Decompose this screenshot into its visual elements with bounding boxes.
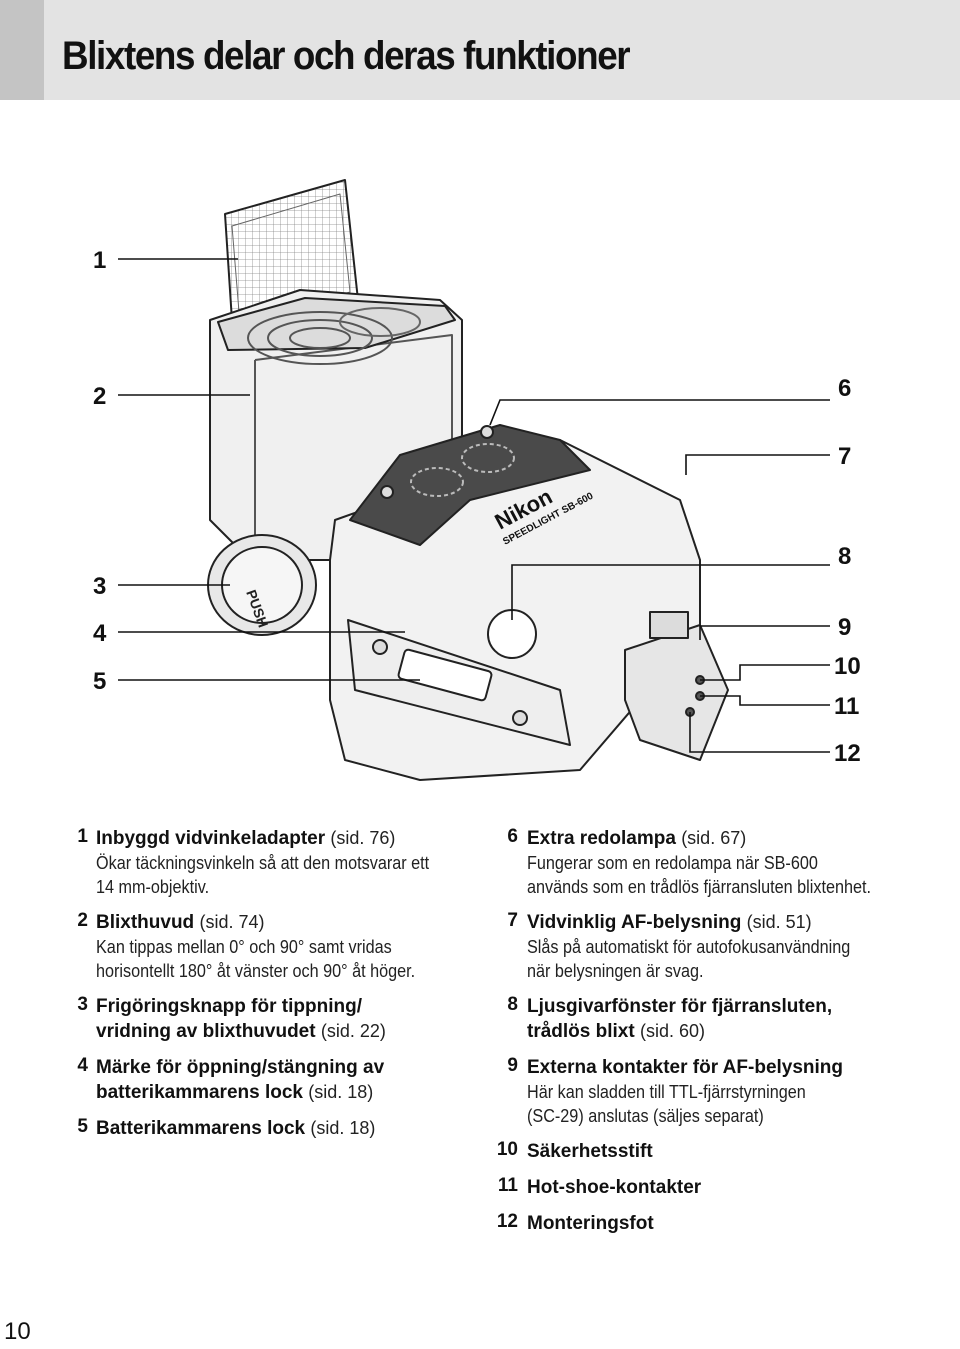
item-number: 2 bbox=[77, 910, 88, 931]
page-number: 10 bbox=[4, 1318, 31, 1345]
item-title: Externa kontakter för AF-belysning bbox=[527, 1057, 844, 1078]
item-title: Batterikammarens lock (sid. 18) bbox=[96, 1118, 376, 1139]
callout-9: 9 bbox=[838, 614, 852, 641]
item-title: Vidvinklig AF-belysning (sid. 51) bbox=[527, 912, 812, 933]
callout-3: 3 bbox=[93, 573, 107, 600]
parts-list-right: 6 Extra redolampa (sid. 67) Fungerar som… bbox=[492, 826, 932, 1247]
list-item: 6 Extra redolampa (sid. 67) Fungerar som… bbox=[492, 826, 932, 899]
page-ref: (sid. 60) bbox=[639, 1021, 705, 1041]
list-item: 3 Frigöringsknapp för tippning/vridning … bbox=[70, 994, 470, 1044]
list-item: 12 Monteringsfot bbox=[492, 1211, 932, 1236]
callout-7: 7 bbox=[838, 443, 852, 470]
page-title: Blixtens delar och deras funktioner bbox=[62, 34, 631, 78]
item-title: Säkerhetsstift bbox=[527, 1141, 653, 1162]
page-ref: (sid. 22) bbox=[320, 1021, 386, 1041]
page-ref: (sid. 18) bbox=[308, 1082, 374, 1102]
item-title: Frigöringsknapp för tippning/vridning av… bbox=[96, 996, 386, 1042]
header-accent-strip bbox=[0, 0, 44, 100]
page-ref: (sid. 67) bbox=[681, 828, 747, 848]
item-number: 12 bbox=[496, 1211, 518, 1232]
item-description: Slås på automatiskt för autofokusanvändn… bbox=[527, 937, 851, 981]
callout-6: 6 bbox=[838, 375, 852, 402]
item-number: 10 bbox=[496, 1139, 518, 1160]
flash-unit-diagram: PUSH Nikon SPEEDLIGHT SB-600 bbox=[118, 179, 830, 781]
item-number: 9 bbox=[507, 1055, 518, 1076]
item-number: 1 bbox=[77, 826, 88, 847]
item-number: 8 bbox=[507, 994, 518, 1015]
item-title: Extra redolampa (sid. 67) bbox=[527, 828, 747, 849]
list-item: 1 Inbyggd vidvinkeladapter (sid. 76) Öka… bbox=[70, 826, 470, 899]
callout-11: 11 bbox=[834, 693, 860, 720]
item-title: Monteringsfot bbox=[527, 1213, 654, 1234]
page-ref: (sid. 18) bbox=[310, 1118, 376, 1138]
list-item: 10 Säkerhetsstift bbox=[492, 1139, 932, 1164]
item-number: 5 bbox=[77, 1116, 88, 1137]
item-title: Hot-shoe-kontakter bbox=[527, 1177, 702, 1198]
item-title: Ljusgivarfönster för fjärransluten,trådl… bbox=[527, 996, 833, 1042]
item-description: Ökar täckningsvinkeln så att den motsvar… bbox=[96, 853, 430, 897]
callout-12: 12 bbox=[834, 740, 861, 767]
item-title: Inbyggd vidvinkeladapter (sid. 76) bbox=[96, 828, 396, 849]
item-number: 6 bbox=[507, 826, 518, 847]
page-ref: (sid. 51) bbox=[746, 912, 812, 932]
list-item: 11 Hot-shoe-kontakter bbox=[492, 1175, 932, 1200]
item-number: 11 bbox=[497, 1175, 518, 1196]
af-illuminator-panel bbox=[349, 424, 591, 546]
page-ref: (sid. 74) bbox=[199, 912, 265, 932]
item-number: 4 bbox=[77, 1055, 88, 1076]
item-number: 3 bbox=[77, 994, 88, 1015]
list-item: 2 Blixthuvud (sid. 74) Kan tippas mellan… bbox=[70, 910, 470, 983]
mounting-foot bbox=[624, 624, 729, 761]
item-number: 7 bbox=[507, 910, 518, 931]
callout-8: 8 bbox=[838, 543, 852, 570]
list-item: 8 Ljusgivarfönster för fjärransluten,trå… bbox=[492, 994, 932, 1044]
callout-10: 10 bbox=[834, 653, 861, 680]
callout-1: 1 bbox=[93, 247, 107, 274]
item-description: Här kan sladden till TTL-fjärrstyrningen… bbox=[527, 1082, 806, 1126]
page-header: Blixtens delar och deras funktioner bbox=[0, 0, 960, 100]
parts-list-left: 1 Inbyggd vidvinkeladapter (sid. 76) Öka… bbox=[70, 826, 470, 1152]
callout-2: 2 bbox=[93, 383, 107, 410]
callout-4: 4 bbox=[93, 620, 107, 647]
callout-5: 5 bbox=[93, 668, 107, 695]
list-item: 7 Vidvinklig AF-belysning (sid. 51) Slås… bbox=[492, 910, 932, 983]
page-ref: (sid. 76) bbox=[330, 828, 396, 848]
list-item: 9 Externa kontakter för AF-belysning Här… bbox=[492, 1055, 932, 1128]
list-item: 5 Batterikammarens lock (sid. 18) bbox=[70, 1116, 470, 1141]
item-title: Blixthuvud (sid. 74) bbox=[96, 912, 265, 933]
item-description: Kan tippas mellan 0° och 90° samt vridas… bbox=[96, 937, 416, 981]
